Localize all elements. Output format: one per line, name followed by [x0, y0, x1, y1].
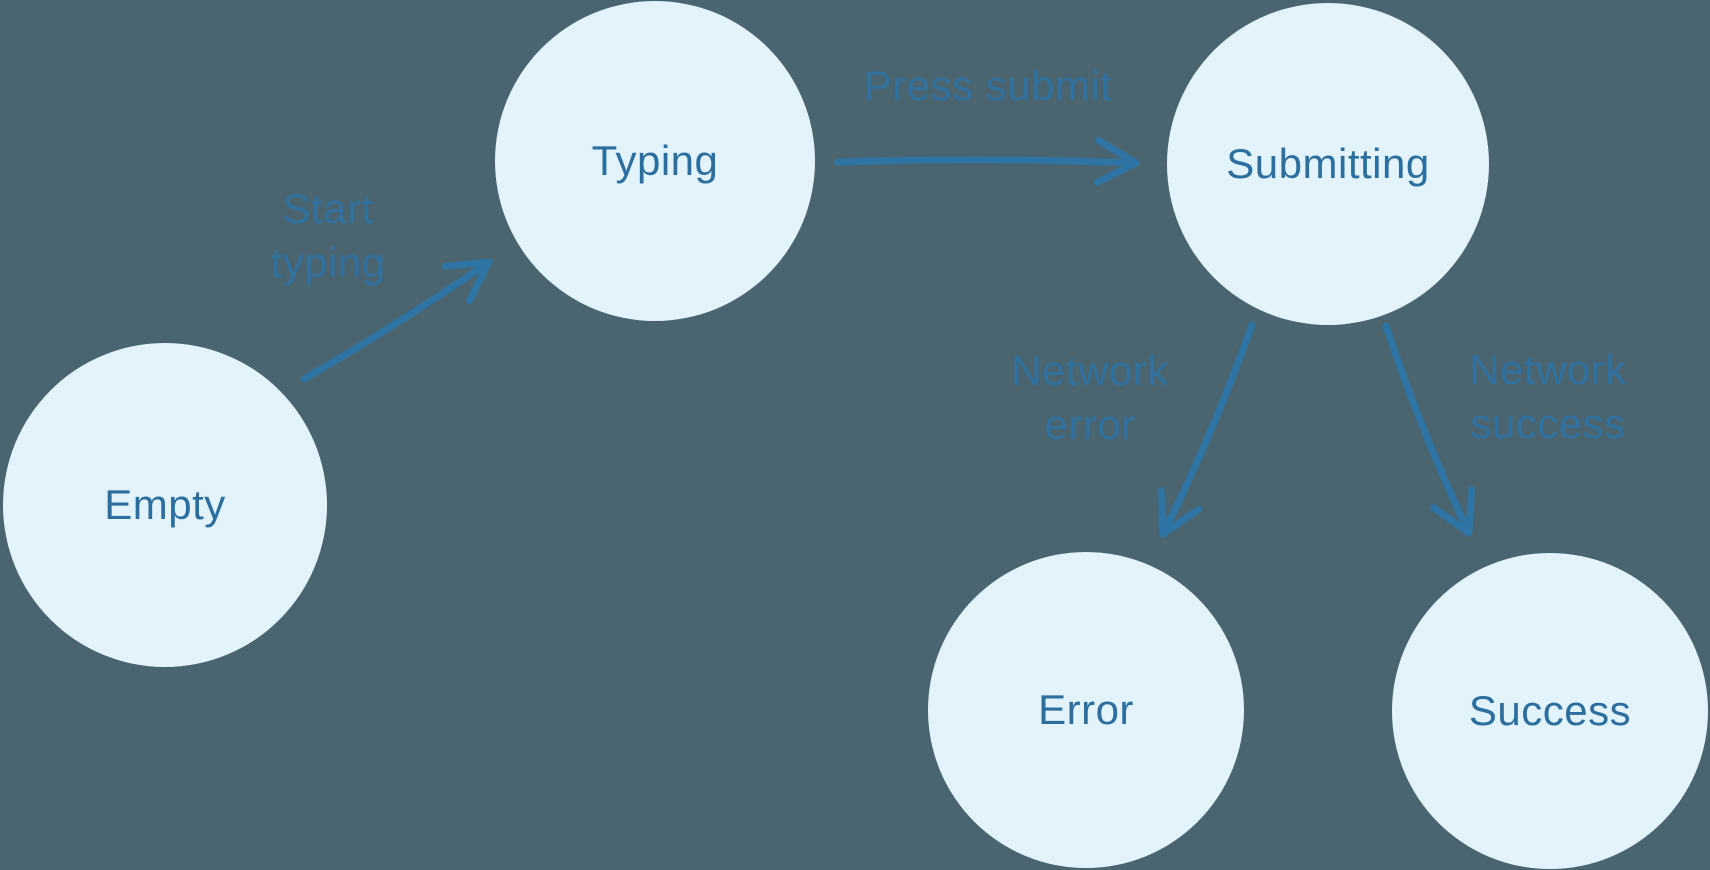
state-label-submitting: Submitting: [1226, 140, 1430, 187]
transition-label-network-success: Network success: [1469, 346, 1627, 447]
state-node-typing: Typing: [495, 1, 815, 321]
transition-label-start-typing: Start typing: [270, 185, 386, 286]
state-node-empty: Empty: [3, 343, 327, 667]
transition-label-press-submit: Press submit: [863, 62, 1113, 109]
transition-arrow-empty-to-typing: [300, 258, 493, 383]
transition-arrow-submitting-to-error: [1157, 321, 1256, 538]
transition-label-network-error: Network error: [1011, 347, 1169, 448]
state-node-submitting: Submitting: [1167, 3, 1489, 325]
state-label-error: Error: [1038, 686, 1134, 733]
state-label-typing: Typing: [591, 137, 719, 184]
transition-arrow-submitting-to-success: [1382, 322, 1476, 537]
state-label-success: Success: [1468, 687, 1632, 734]
state-node-error: Error: [928, 552, 1244, 868]
state-node-success: Success: [1392, 553, 1708, 869]
state-label-empty: Empty: [104, 481, 226, 528]
transition-arrow-typing-to-submitting: [834, 136, 1140, 186]
